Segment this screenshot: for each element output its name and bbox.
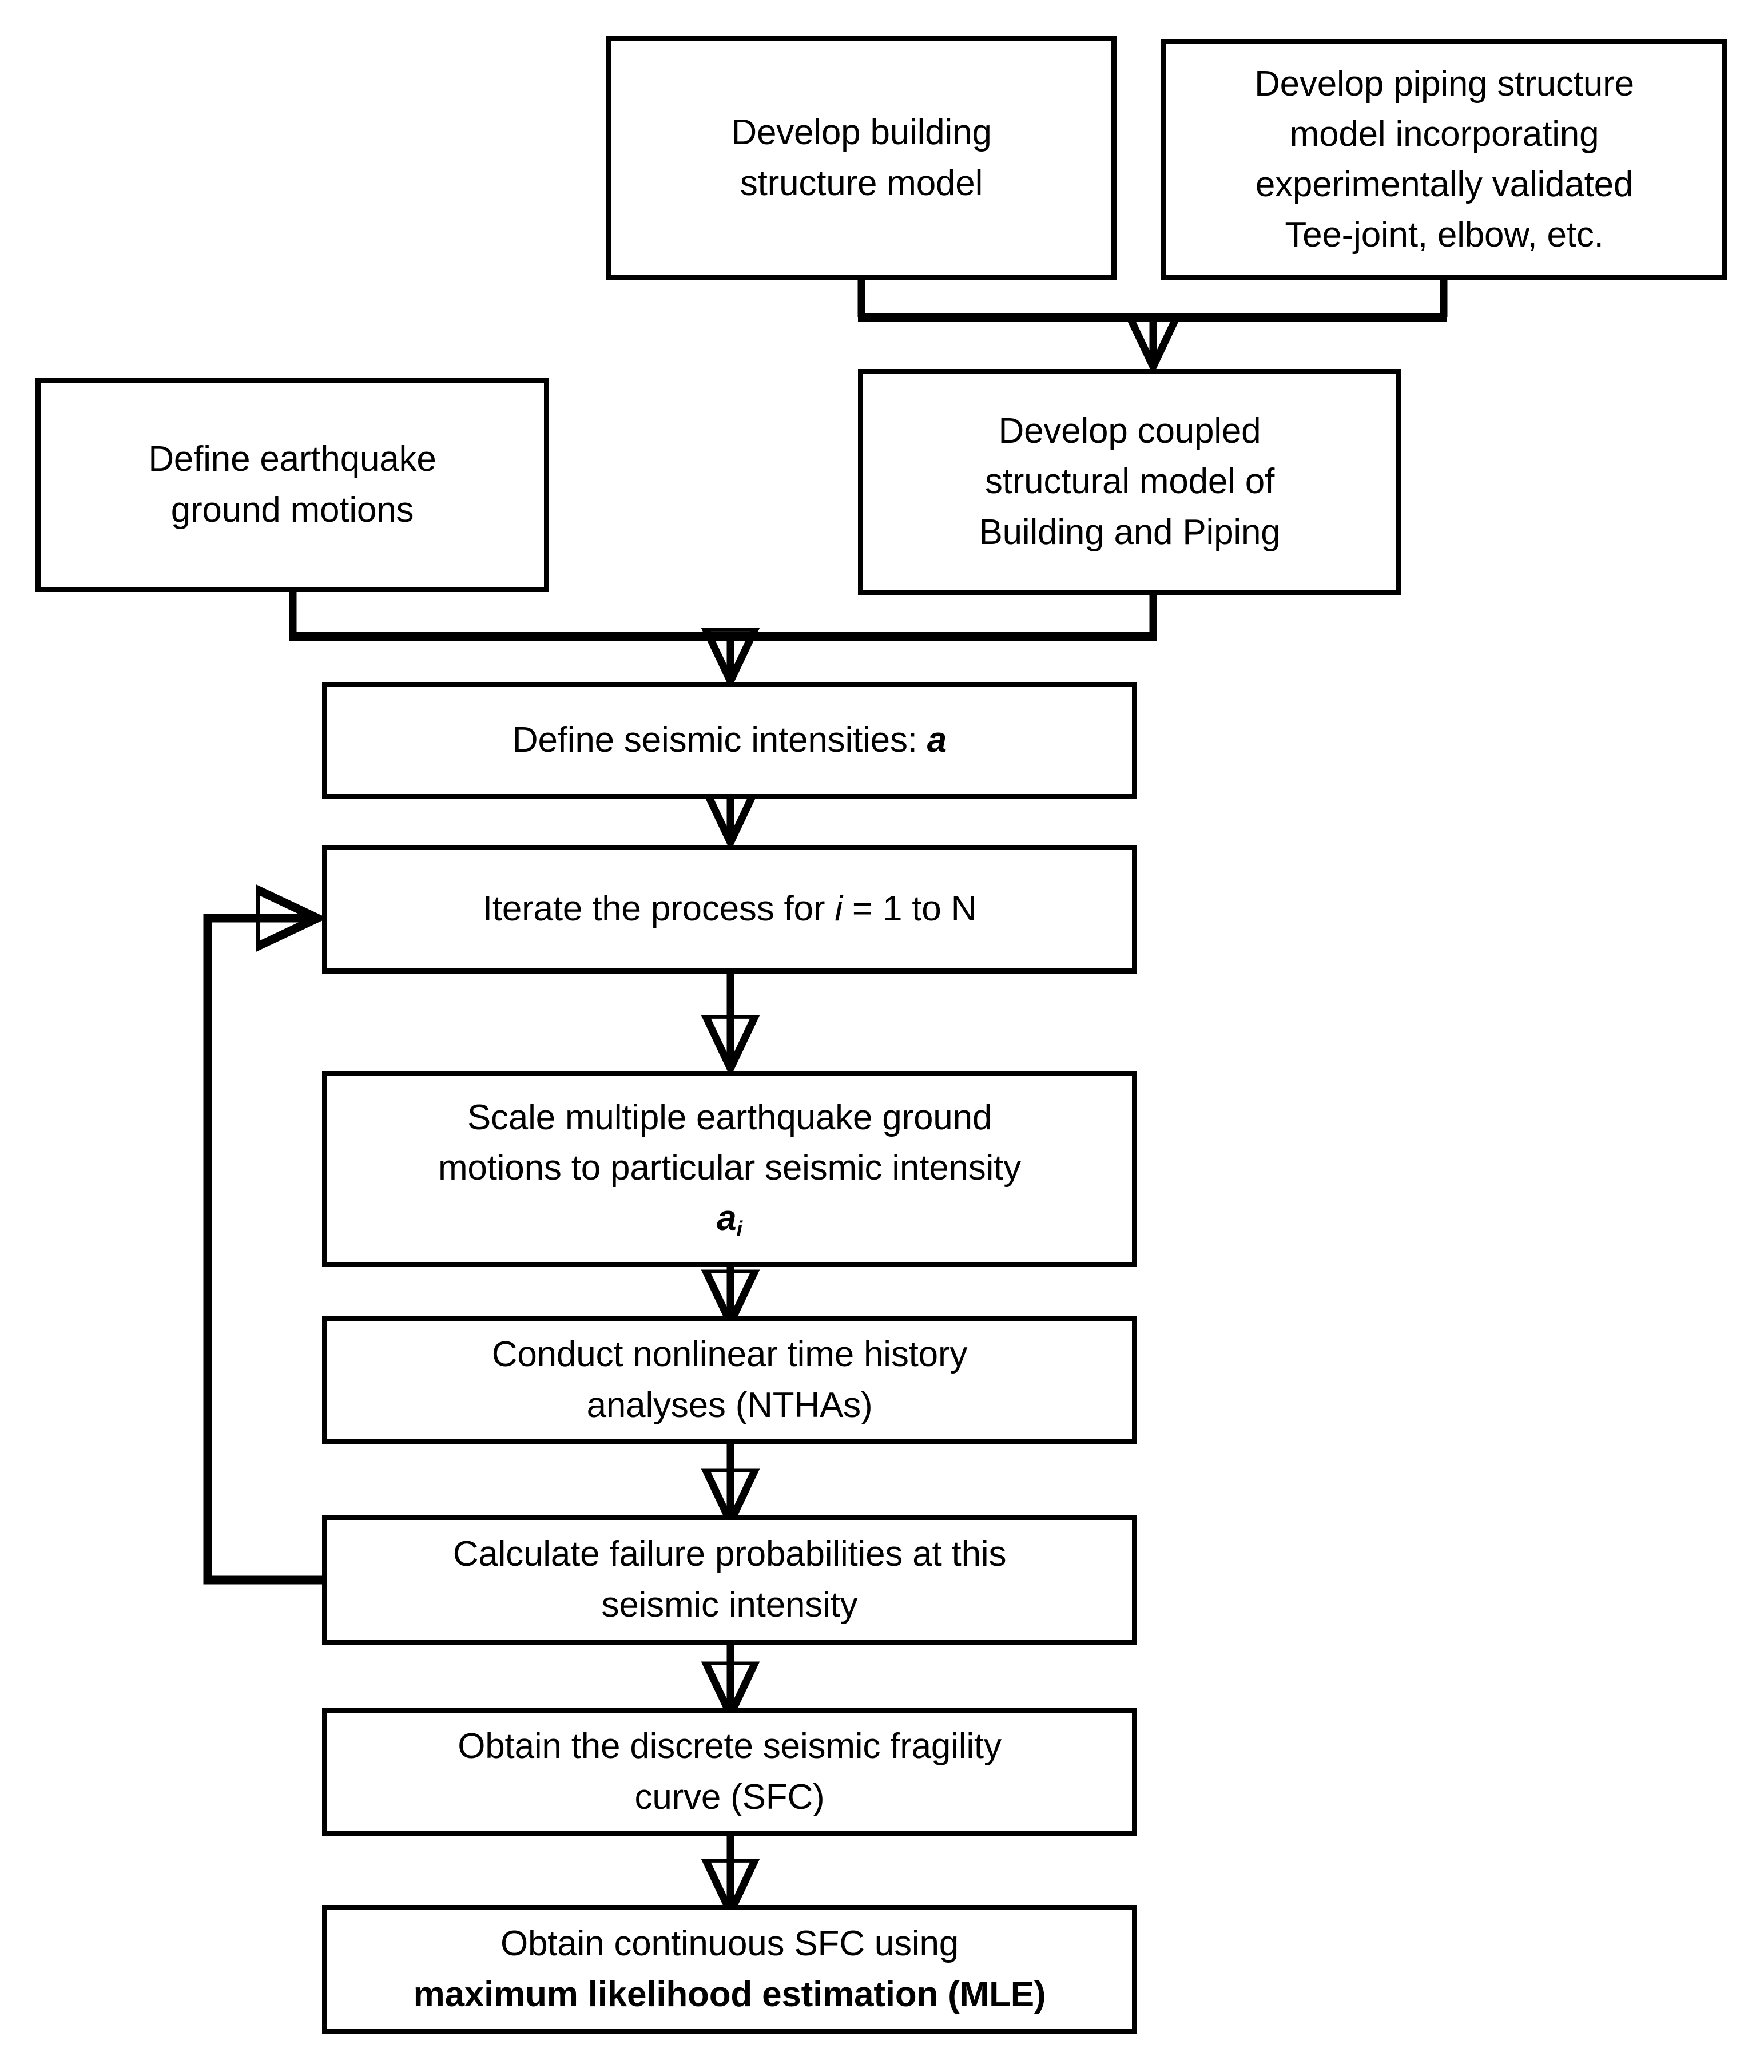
symbol-subscript: i [736, 1217, 742, 1242]
node-label: Scale multiple earthquake ground motions… [327, 1093, 1132, 1245]
node-conduct-nonlinear-time-history-analyses[interactable]: Conduct nonlinear time history analyses … [322, 1316, 1137, 1444]
node-label-line1: Obtain continuous SFC using [500, 1924, 959, 1964]
node-develop-building-structure-model[interactable]: Develop building structure model [606, 36, 1117, 280]
node-label-symbol: a [927, 720, 947, 760]
node-define-seismic-intensities[interactable]: Define seismic intensities: a [322, 682, 1137, 799]
node-define-earthquake-ground-motions[interactable]: Define earthquake ground motions [35, 378, 549, 592]
node-calculate-failure-probabilities[interactable]: Calculate failure probabilities at this … [322, 1515, 1137, 1645]
node-label: Iterate the process for i = 1 to N [327, 884, 1132, 934]
node-label: Define earthquake ground motions [148, 439, 436, 530]
node-obtain-continuous-sfc[interactable]: Obtain continuous SFC using maximum likel… [322, 1905, 1137, 2034]
node-label-suffix: = 1 to N [842, 889, 977, 929]
node-label: Obtain the discrete seismic fragility cu… [458, 1726, 1002, 1817]
node-label: Develop piping structure model incorpora… [1254, 63, 1634, 255]
node-develop-coupled-structural-model[interactable]: Develop coupled structural model of Buil… [858, 369, 1401, 595]
node-label: Develop building structure model [731, 113, 992, 203]
node-label-symbol: ai [717, 1198, 742, 1242]
node-develop-piping-structure-model[interactable]: Develop piping structure model incorpora… [1161, 39, 1727, 280]
node-label-line2: maximum likelihood estimation (MLE) [413, 1974, 1046, 2014]
node-label-symbol: i [835, 889, 843, 929]
node-label: Calculate failure probabilities at this … [452, 1534, 1007, 1625]
node-scale-ground-motions[interactable]: Scale multiple earthquake ground motions… [322, 1071, 1137, 1267]
symbol-base: a [717, 1198, 737, 1239]
node-label-body: Scale multiple earthquake ground motions… [438, 1098, 1021, 1188]
node-label: Define seismic intensities: a [327, 715, 1132, 765]
node-label: Develop coupled structural model of Buil… [979, 411, 1281, 552]
edge-feedback-loop [203, 918, 322, 1585]
node-label-prefix: Define seismic intensities: [512, 720, 927, 760]
node-obtain-discrete-sfc[interactable]: Obtain the discrete seismic fragility cu… [322, 1708, 1137, 1836]
node-label: Conduct nonlinear time history analyses … [491, 1335, 968, 1425]
node-iterate-the-process[interactable]: Iterate the process for i = 1 to N [322, 845, 1137, 974]
node-label: Obtain continuous SFC using maximum likel… [327, 1919, 1132, 2019]
node-label-prefix: Iterate the process for [482, 889, 835, 929]
